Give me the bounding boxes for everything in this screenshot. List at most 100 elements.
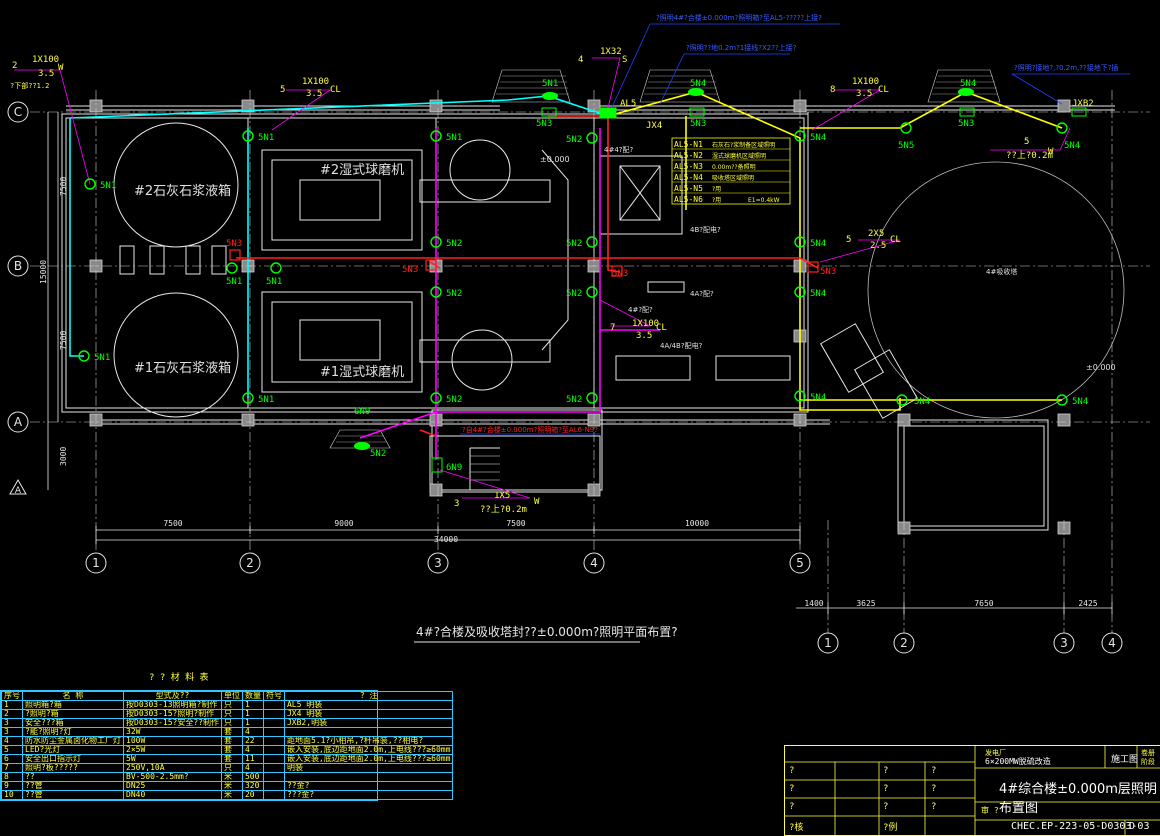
material-cell: 320 <box>241 781 264 791</box>
label-6n9-b: 6N9 <box>446 463 462 473</box>
material-cell <box>283 727 454 737</box>
circuit-7-len: 3.5 <box>636 331 652 341</box>
material-cell <box>262 718 285 728</box>
dim-right-2: 3625 <box>856 599 875 608</box>
circuit-3-no: 3 <box>454 499 459 509</box>
label-5n2-f: 5N2 <box>566 289 582 299</box>
material-cell: 嵌入安装,底边距地面2.0m,上电线???≥60mm <box>283 754 454 764</box>
material-cell: 套 <box>220 727 243 737</box>
label-5n1-d: 5N1 <box>258 395 274 405</box>
tb-plant: 发电厂 <box>985 749 1006 757</box>
title-block-grid <box>785 746 1160 835</box>
grid-row-a2: A <box>15 486 22 496</box>
emergency-fixtures <box>431 107 1087 473</box>
mill2-label: #2湿式球磨机 <box>320 163 404 178</box>
light-fixtures <box>78 122 1068 406</box>
material-cell: ??管 <box>22 790 124 800</box>
circuit-4-no: 4 <box>578 55 583 65</box>
material-cell <box>262 790 285 800</box>
material-cell: 只 <box>220 718 243 728</box>
dim-left-3: 7500 <box>59 331 68 350</box>
fixture-5n2 <box>430 132 598 404</box>
tb-sub-2: 阶段 <box>1141 758 1155 766</box>
dimension-lines <box>47 112 1113 614</box>
material-cell: 4 <box>241 763 264 773</box>
material-cell: 按D0303-15?照明?制作 <box>123 709 222 719</box>
al5-row-3-id: AL5-N3 <box>674 162 703 171</box>
circuit-5c-no: 5 <box>1024 137 1029 147</box>
material-cell: 500 <box>241 772 264 782</box>
material-cell: JX4 明装 <box>283 709 454 719</box>
tb-drawing-no: CHEC.EP-223-05-D0303-03 <box>1011 821 1150 832</box>
label-5n1-g: 5N1 <box>446 133 462 143</box>
material-cell: 8 <box>1 772 23 782</box>
al5-row-3-desc: 0.00m??备照明 <box>712 163 756 171</box>
material-cell: 2 <box>1 709 23 719</box>
material-cell: 只 <box>220 709 243 719</box>
al5-row-6-id: AL5-N6 <box>674 195 703 204</box>
circuit-5a-type: CL <box>330 85 341 95</box>
building-walls <box>61 105 1115 531</box>
circuit-5b-no: 5 <box>846 235 851 245</box>
al5-sub: E1=0.4kW <box>748 197 780 204</box>
label-5n4-h: 5N4 <box>690 79 706 89</box>
room-d-label: 4#?配? <box>628 306 653 314</box>
material-cell: 只 <box>220 700 243 710</box>
label-5n2-b: 5N2 <box>446 289 462 299</box>
material-cell: 5W <box>123 754 222 764</box>
dim-bottom-2: 9000 <box>334 519 353 528</box>
tb-label-3: ? <box>789 802 795 812</box>
legend-title: ? ? 材 料 表 <box>149 673 209 683</box>
tb-phase: 施工图 <box>1111 755 1139 765</box>
tb-label-1: ? <box>789 766 795 776</box>
circuit-2-cable: 1X100 <box>32 55 59 65</box>
note-4: ?自4#?合楼±0.000m?照明箱?至AL6-N9? <box>462 425 598 434</box>
dim-right-4: 2425 <box>1078 599 1097 608</box>
fixture-5n1 <box>78 130 442 404</box>
note-2: ?照明??地0.2m?1接线?X2??上接? <box>686 43 797 52</box>
circuit-5a-len: 3.5 <box>306 89 322 99</box>
material-cell: JXB2,明装 <box>283 718 454 728</box>
material-cell: 只 <box>220 763 243 773</box>
material-cell: 11 <box>241 754 264 764</box>
material-cell: 7 <box>1 763 23 773</box>
room-b-label: 4A?配? <box>690 290 714 298</box>
material-cell: ???金? <box>283 790 454 800</box>
circuit-5b-len: 2.5 <box>870 241 886 251</box>
material-cell: 1 <box>1 700 23 710</box>
label-5n1-h: 5N1 <box>542 79 558 89</box>
panel-al5: AL5 <box>620 99 636 109</box>
note-3: ?照明?接地?,?0.2m,??接地下?插 <box>1014 63 1118 72</box>
dim-right-1: 1400 <box>804 599 823 608</box>
panel-jxb2: JXB2 <box>1072 99 1094 109</box>
dim-total: 34000 <box>434 535 458 544</box>
material-cell <box>262 772 285 782</box>
label-5n3-d: 5N3 <box>226 239 242 249</box>
circuit-7-no: 7 <box>610 323 615 333</box>
label-5n1-e: 5N1 <box>226 277 242 287</box>
label-5n1-b: 5N1 <box>94 353 110 363</box>
fixture-5n5 <box>900 122 912 134</box>
grid-col-5: 5 <box>796 556 804 570</box>
material-cell: 22 <box>241 736 264 746</box>
grid-col-r1: 1 <box>824 636 832 650</box>
material-cell: 照明箱?箱 <box>22 700 124 710</box>
material-cell: ?? <box>22 772 124 782</box>
material-cell: 9 <box>1 781 23 791</box>
circuit-7-cable: 1X100 <box>632 319 659 329</box>
material-cell: 明装 <box>283 763 454 773</box>
label-5n2-g: 5N2 <box>566 395 582 405</box>
material-cell: 防水防尘金属卤化物工厂灯 <box>22 736 124 746</box>
material-cell: 嵌入安装,底边距地面2.0m,上电线???≥60mm <box>283 745 454 755</box>
material-cell: DN40 <box>123 790 222 800</box>
material-cell: ??管 <box>22 781 124 791</box>
title-block: 发电厂 6×200MW脱硫改造 施工图 卷册 阶段 4#综合楼±0.000m层照… <box>784 745 1160 836</box>
material-cell: 4 <box>241 745 264 755</box>
note-1: ?照明4#?合楼±0.000m?照明箱?至AL5-?????上接? <box>656 13 822 22</box>
material-cell <box>262 781 285 791</box>
